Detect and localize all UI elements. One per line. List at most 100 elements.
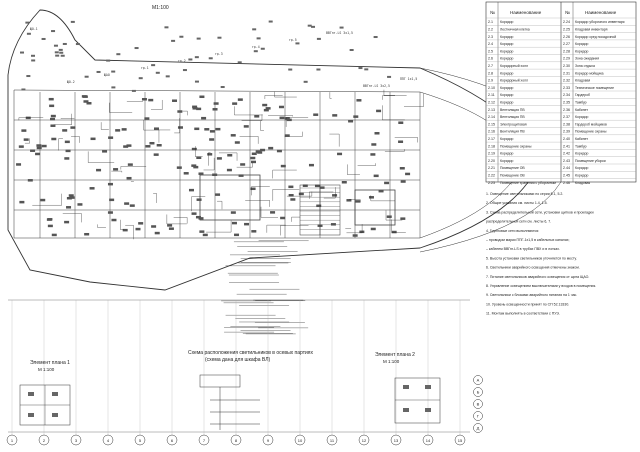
room-partitions xyxy=(14,92,421,238)
legend-row-name: Кладовая инвентаря xyxy=(575,28,608,32)
axis-label: 7 xyxy=(203,438,206,443)
axis-marker xyxy=(473,399,483,409)
legend-row-no: 2.32 xyxy=(563,79,570,83)
legend-row-no: 2.8 xyxy=(488,71,493,75)
plan-title-line2: (схема дана для шкафа ВЛ) xyxy=(205,357,270,363)
legend-row-name: Помещение хранения с уборочным xyxy=(500,181,557,185)
legend-row-no: 2.5 xyxy=(488,49,493,53)
legend-row-name: Коридор xyxy=(500,35,514,39)
legend-row-name: Коридор сред посадочной xyxy=(575,35,616,39)
note-line: 8. Управление освещением выключателями у… xyxy=(486,284,596,288)
elem-plan1-scale: М 1:100 xyxy=(38,367,55,372)
legend-row-name: Коридор xyxy=(575,42,589,46)
element-plan-1: Элемент плана 1 М 1:100 xyxy=(19,360,71,426)
legend-row-no: 2.30 xyxy=(563,64,570,68)
legend-header-no-2: № xyxy=(565,10,570,15)
legend-row-no: 2.18 xyxy=(488,144,495,148)
note-line: распределительной сети см. листы 6, 7. xyxy=(486,220,551,224)
plan-label: ППГ 1х1,5 xyxy=(400,77,417,81)
legend-header-name: Наименование xyxy=(510,10,542,15)
axis-label: Д xyxy=(477,426,480,431)
plan-label: ЩО-2 xyxy=(67,80,75,84)
legend-row-name: Коридор xyxy=(500,20,514,24)
legend-row-name: Кладовая xyxy=(575,181,590,185)
legend-row-name: Коридор xyxy=(500,101,514,105)
axis-label: 6 xyxy=(171,438,174,443)
legend-row-no: 2.40 xyxy=(563,137,570,141)
note-line: 10. Уровень освещенности принят по СП 52… xyxy=(486,302,569,306)
legend-row-no: 2.9 xyxy=(488,79,493,83)
legend-row-name: Кабинет xyxy=(575,137,588,141)
legend-row-name: Коридор xyxy=(500,93,514,97)
legend-row-name: Коридор xyxy=(575,174,589,178)
legend-row-no: 2.11 xyxy=(488,93,495,97)
legend-row-name: Коридорный холл xyxy=(500,64,528,68)
legend-row-name: Коридор xyxy=(575,115,589,119)
plan-label: ЩАО xyxy=(104,73,110,77)
legend-row-name: Коридор xyxy=(500,137,514,141)
legend-row-name: Техническое помещение xyxy=(575,86,614,90)
legend-row-no: 2.45 xyxy=(563,174,570,178)
legend-row-no: 2.19 xyxy=(488,152,495,156)
axis-label: 15 xyxy=(458,438,463,443)
wiring-lines xyxy=(18,89,424,335)
axis-label: 2 xyxy=(43,438,46,443)
axis-label: 13 xyxy=(394,438,399,443)
legend-row-no: 2.17 xyxy=(488,137,495,141)
general-notes: 1. Освещение светильниками по серии 5.1,… xyxy=(486,192,596,316)
axis-label: 9 xyxy=(267,438,270,443)
legend-row-name: Коридор xyxy=(575,49,589,53)
axis-label: 10 xyxy=(298,438,303,443)
axis-marker xyxy=(473,375,483,385)
legend-row-name: Помещение охраны xyxy=(575,130,607,134)
plan-label: гр.1 xyxy=(141,66,149,70)
legend-row-no: 2.33 xyxy=(563,86,570,90)
legend-row-no: 2.35 xyxy=(563,101,570,105)
legend-row-no: 2.38 xyxy=(563,122,570,126)
legend-row-name: Тамбур xyxy=(575,101,587,105)
axis-label: 11 xyxy=(330,438,335,443)
axis-label: В xyxy=(477,402,480,407)
note-line: 7. Питание светильников аварийного освещ… xyxy=(486,275,589,279)
axis-label: Б xyxy=(477,390,480,395)
plan-label: ВВГнг-LS 3х2,5 xyxy=(363,84,390,88)
legend-row-no: 2.26 xyxy=(563,35,570,39)
note-line: – проводом марки ППГ-1х1,5 в кабельных к… xyxy=(486,238,570,242)
legend-row-name: Коридор xyxy=(500,49,514,53)
legend-header-no: № xyxy=(490,10,495,15)
axis-label: 1 xyxy=(11,438,14,443)
legend-row-name: Коридор xyxy=(500,152,514,156)
lighting-fixtures xyxy=(16,20,411,237)
elem-plan2-title: Элемент плана 2 xyxy=(375,352,415,358)
plan-label: гр.5 xyxy=(289,38,297,42)
legend-row-no: 2.2 xyxy=(488,28,493,32)
legend-row-no: 2.27 xyxy=(563,42,570,46)
axis-label: 8 xyxy=(235,438,238,443)
legend-row-no: 2.37 xyxy=(563,115,570,119)
legend-row-name: Коридор xyxy=(500,57,514,61)
legend-row-no: 2.36 xyxy=(563,108,570,112)
legend-row-name: Вентиляция ПВ xyxy=(500,130,525,134)
panel-schematic xyxy=(199,374,260,430)
legend-row-name: Помещение уборки xyxy=(575,159,606,163)
legend-row-name: Коридорный холл xyxy=(500,79,528,83)
note-line: 9. Светильники с блоками аварийного пита… xyxy=(486,293,577,297)
legend-row-no: 2.4 xyxy=(488,42,493,46)
legend-row-no: 2.29 xyxy=(563,57,570,61)
legend-row-no: 2.42 xyxy=(563,152,570,156)
sheet-scale-title: М1:100 xyxy=(152,5,169,11)
legend-row-name: Гардероб мойщиков xyxy=(575,122,607,126)
plan-title-line1: Схема расположения светильников в осевых… xyxy=(188,350,313,356)
legend-row-name: Коридор xyxy=(575,152,589,156)
note-line: – кабелем ВВГнг-LS в трубах ПВХ и в лотк… xyxy=(486,247,560,251)
axis-label: 5 xyxy=(139,438,142,443)
note-line: 4. Групповые сети выполняются: xyxy=(486,229,539,233)
legend-row-no: 2.16 xyxy=(488,130,495,134)
axis-label: 12 xyxy=(362,438,367,443)
plan-label: гр.3 xyxy=(215,52,223,56)
axis-label: Г xyxy=(477,414,480,419)
legend-row-name: Зона отдыха xyxy=(575,64,595,68)
